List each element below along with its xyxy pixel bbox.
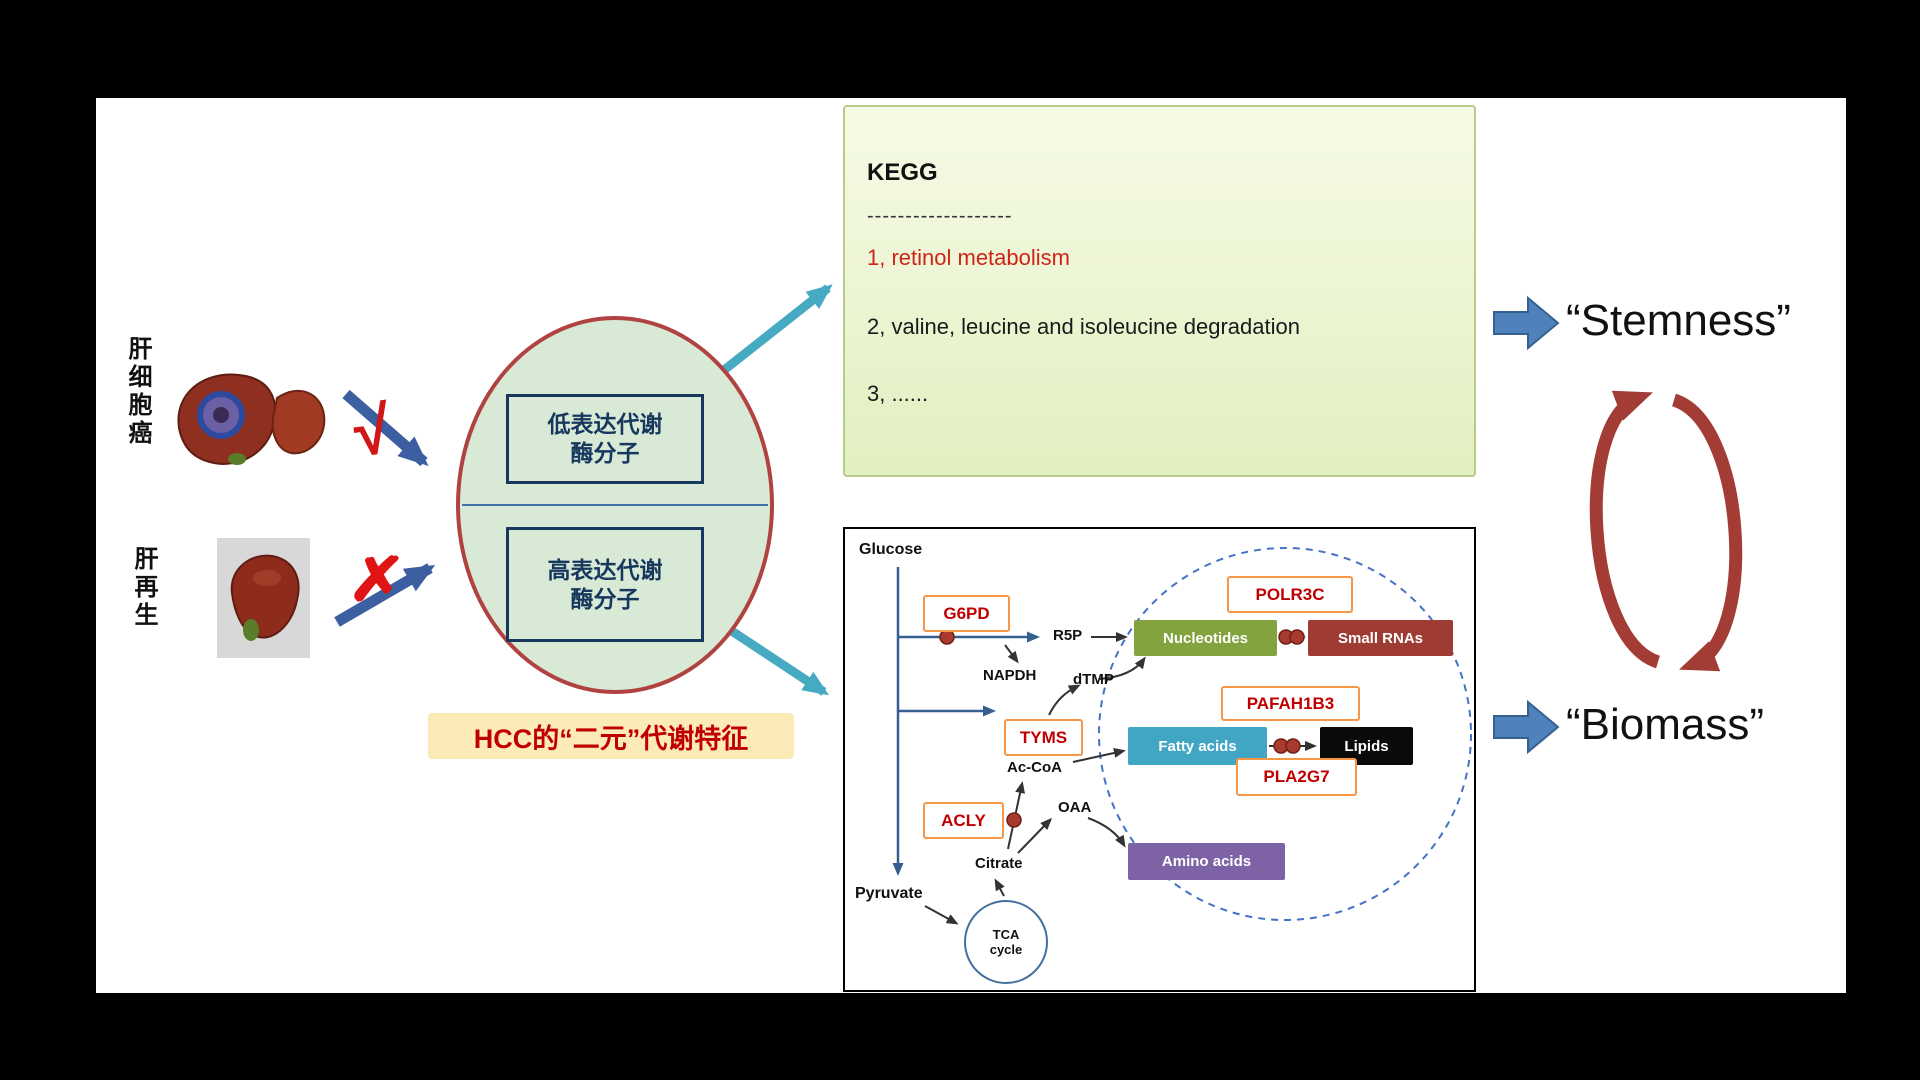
dtmp-label: dTMP (1073, 671, 1114, 688)
pathway-panel: Glucose G6PD R5P NAPDH dTMP TYMS Nucleot… (843, 527, 1476, 992)
pla2g7-box: PLA2G7 (1236, 758, 1357, 796)
tyms-to-dtmp (1048, 684, 1081, 716)
ac-coa-label: Ac-CoA (1007, 759, 1062, 776)
glucose-label: Glucose (859, 541, 923, 558)
accoa-to-fattyacids (1072, 748, 1126, 763)
to-napdh (1004, 644, 1019, 664)
kegg-title: KEGG (867, 159, 938, 186)
polr3c-box: POLR3C (1227, 576, 1353, 613)
kegg-divider: ------------------- (867, 205, 1013, 227)
regeneration-label: 肝再生 (130, 546, 157, 630)
pafah1b3-box: PAFAH1B3 (1221, 686, 1360, 721)
kegg-panel: KEGG ------------------- 1, retinol meta… (843, 105, 1476, 477)
biomass-label: “Biomass” (1566, 700, 1765, 749)
kegg-item-3: 3, ...... (867, 381, 929, 406)
citrate-to-oaa (1017, 817, 1053, 854)
stemness-block-arrow (1493, 295, 1560, 351)
stemness-label: “Stemness” (1566, 296, 1791, 345)
small-rnas-box: Small RNAs (1308, 620, 1453, 656)
regen-liver-image (217, 538, 310, 658)
cycle-arrow-left (1589, 390, 1661, 669)
napdh-label: NAPDH (983, 667, 1037, 684)
biomass-dashed-circle (1098, 547, 1472, 921)
low-expression-box: 低表达代谢 酶分子 (506, 394, 704, 484)
kegg-item-2: 2, valine, leucine and isoleucine degrad… (867, 314, 1300, 339)
tca-cycle-circle: TCA cycle (964, 900, 1048, 984)
kegg-item-1: 1, retinol metabolism (867, 245, 1070, 270)
tyms-box: TYMS (1004, 719, 1083, 756)
oaa-to-aminoacids (1087, 817, 1126, 848)
hcc-label: 肝细胞癌 (124, 336, 151, 448)
enzyme-red-dots (939, 629, 1305, 828)
high-expression-box: 高表达代谢 酶分子 (506, 527, 704, 642)
regen-liver-drawing (230, 554, 300, 641)
r5p-label: R5P (1053, 627, 1083, 644)
pyruvate-label: Pyruvate (855, 885, 923, 902)
arrow-hcc-to-ellipse (342, 389, 429, 467)
oaa-label: OAA (1058, 799, 1092, 816)
ellipse-divider (462, 504, 768, 506)
cross-mark: ✗ (346, 546, 408, 613)
hcc-liver-image (159, 353, 332, 484)
cycle-arrow-right (1671, 393, 1743, 672)
pathway-arrow-layer (892, 547, 1472, 925)
caption-hcc-binary: HCC的“二元”代谢特征 (428, 713, 794, 759)
arrow-regen-to-ellipse (334, 563, 436, 627)
biomass-block-arrow (1493, 699, 1560, 755)
hcc-liver-drawing (177, 373, 326, 465)
nucleotides-box: Nucleotides (1134, 620, 1277, 656)
pyruvate-to-tca (924, 905, 959, 925)
dtmp-to-nucleotides (1099, 656, 1146, 680)
g6pd-box: G6PD (923, 595, 1010, 632)
citrate-label: Citrate (975, 855, 1023, 872)
amino-acids-box: Amino acids (1128, 843, 1285, 880)
tca-to-citrate (994, 878, 1005, 897)
acly-box: ACLY (923, 802, 1004, 839)
slide-canvas: 肝细胞癌 肝再生 √ ✗ 低表达代谢 酶分子 高表达代谢 酶分子 HCC的“二元… (96, 98, 1846, 993)
